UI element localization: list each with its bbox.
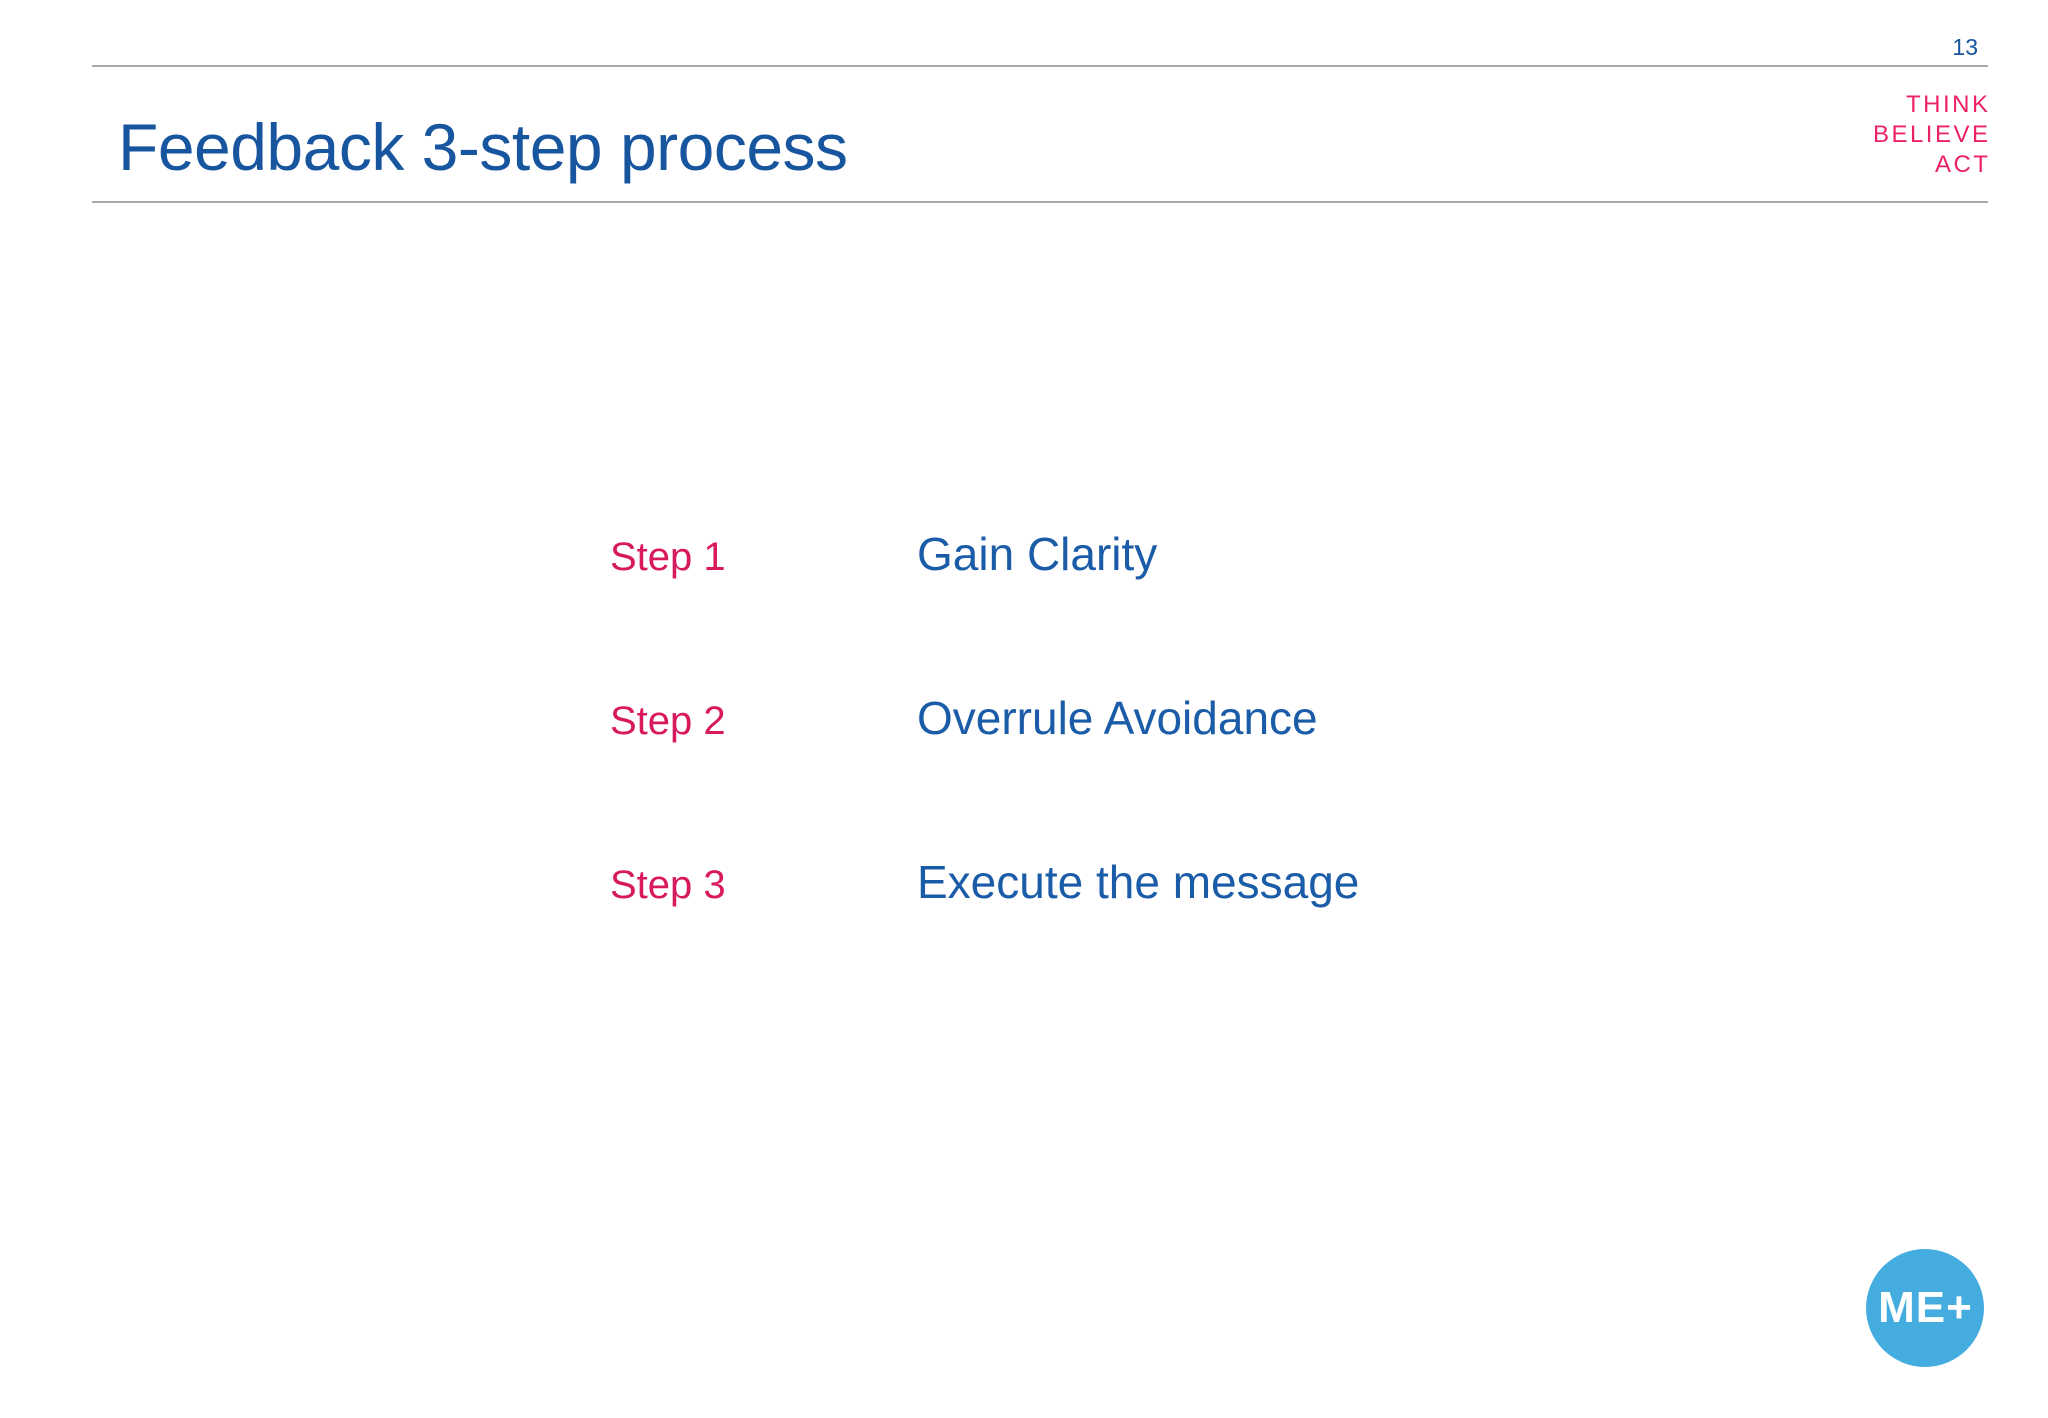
step-row-3: Step 3 Execute the message	[610, 855, 1359, 912]
me-plus-badge-label: ME+	[1878, 1283, 1973, 1332]
header-bottom-rule	[92, 201, 1988, 203]
step-row-1: Step 1 Gain Clarity	[610, 527, 1359, 584]
page-number: 13	[1952, 34, 1978, 60]
slide-title: Feedback 3-step process	[118, 110, 848, 184]
step-2-description: Overrule Avoidance	[917, 692, 1318, 744]
step-row-2: Step 2 Overrule Avoidance	[610, 691, 1359, 748]
think-believe-act-logo: THINK BELIEVE ACT	[1873, 90, 1988, 180]
step-1-label: Step 1	[610, 535, 726, 579]
me-plus-badge: ME+	[1866, 1249, 1984, 1367]
steps-list: Step 1 Gain Clarity Step 2 Overrule Avoi…	[610, 527, 1359, 912]
header-top-rule	[92, 65, 1988, 67]
logo-line-think: THINK	[1906, 91, 1991, 118]
step-3-description: Execute the message	[917, 856, 1360, 908]
step-2-label: Step 2	[610, 699, 726, 743]
logo-line-believe: BELIEVE	[1872, 121, 1991, 148]
step-1-description: Gain Clarity	[917, 528, 1158, 580]
logo-line-act: ACT	[1935, 151, 1991, 178]
step-3-label: Step 3	[610, 863, 726, 907]
